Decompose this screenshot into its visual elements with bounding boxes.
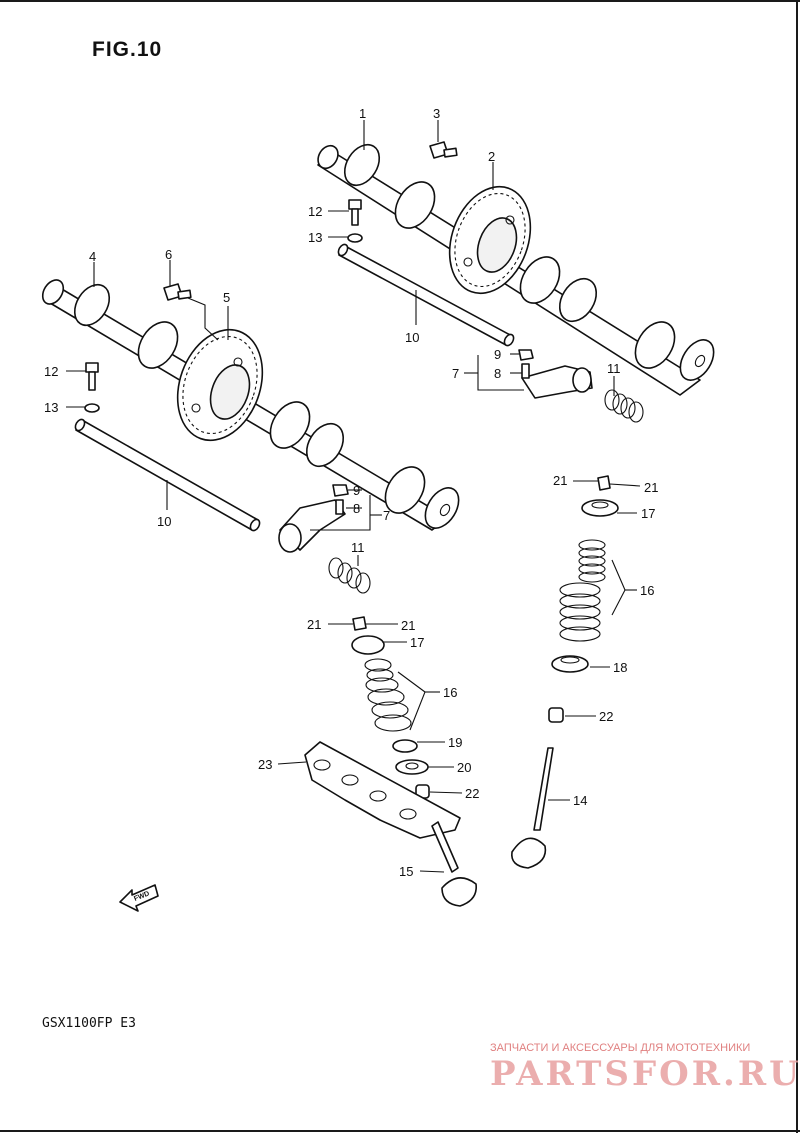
part-13-washer-upper[interactable] [347, 233, 363, 243]
part-21-cotters-right[interactable] [597, 475, 611, 491]
part-20-spring-seat-outer[interactable] [395, 759, 429, 775]
part-16-spring-inner-right[interactable] [578, 539, 606, 583]
callout-11-upper: 11 [607, 361, 621, 376]
callout-6: 6 [165, 247, 172, 262]
part-7-rocker-arm-lower[interactable] [278, 499, 346, 553]
part-3-sprocket-bolt[interactable] [429, 141, 458, 159]
figure-title: FIG.10 [92, 38, 162, 61]
callout-8-lower: 8 [353, 501, 360, 516]
callout-11-lower: 11 [351, 540, 365, 555]
part-12-bolt-lower[interactable] [85, 362, 99, 391]
watermark: ЗАПЧАСТИ И АКСЕССУАРЫ ДЛЯ МОТОТЕХНИКИ PA… [490, 1042, 800, 1094]
callout-2: 2 [488, 149, 495, 164]
callout-22-left: 22 [465, 786, 479, 801]
part-9-nut-lower[interactable] [332, 484, 349, 497]
part-17-retainer-right[interactable] [581, 499, 619, 517]
part-21-cotters-left[interactable] [352, 616, 367, 631]
part-16-spring-left[interactable] [364, 658, 412, 732]
callout-10-lower: 10 [157, 514, 171, 529]
callout-14: 14 [573, 793, 587, 808]
callout-16-left: 16 [443, 685, 457, 700]
callout-17-right: 17 [641, 506, 655, 521]
part-13-washer-lower[interactable] [84, 403, 100, 413]
callout-10-upper: 10 [405, 330, 419, 345]
callout-18: 18 [613, 660, 627, 675]
callout-21-left-b: 21 [401, 618, 415, 633]
callout-3: 3 [433, 106, 440, 121]
leader-lines [66, 120, 641, 873]
callout-15: 15 [399, 864, 413, 879]
callout-9-upper: 9 [494, 347, 501, 362]
callout-labels: 1 2 3 4 5 6 7 7 8 8 9 9 10 10 11 11 12 1… [44, 106, 658, 879]
callout-7-lower: 7 [383, 508, 390, 523]
part-18-spring-seat[interactable] [551, 655, 589, 673]
part-6-sprocket-bolt[interactable] [163, 283, 192, 301]
callout-9-lower: 9 [353, 483, 360, 498]
watermark-tagline: ЗАПЧАСТИ И АКСЕССУАРЫ ДЛЯ МОТОТЕХНИКИ [490, 1042, 750, 1054]
callout-12-upper: 12 [308, 204, 322, 219]
callout-12-lower: 12 [44, 364, 58, 379]
callout-13-lower: 13 [44, 400, 58, 415]
part-10-rocker-shaft-upper[interactable] [337, 243, 516, 347]
part-5-cam-sprocket[interactable] [163, 318, 277, 452]
part-12-bolt-upper[interactable] [348, 199, 362, 226]
callout-21-right-a: 21 [553, 473, 567, 488]
callout-21-left-a: 21 [307, 617, 321, 632]
part-10-rocker-shaft-lower[interactable] [74, 418, 262, 532]
part-11-spring-upper[interactable] [604, 389, 644, 423]
watermark-logo: PARTSFOR.RU [490, 1054, 800, 1094]
model-code: GSX1100FP E3 [42, 1016, 136, 1031]
callout-4: 4 [89, 249, 96, 264]
part-16-spring-outer-right[interactable] [559, 582, 601, 642]
part-9-nut-upper[interactable] [518, 349, 534, 361]
callout-23: 23 [258, 757, 272, 772]
part-2-cam-sprocket[interactable] [435, 175, 544, 304]
part-22-stem-seal-right[interactable] [548, 707, 564, 723]
callout-19: 19 [448, 735, 462, 750]
callout-7-upper: 7 [452, 366, 459, 381]
callout-16-right: 16 [640, 583, 654, 598]
callout-13-upper: 13 [308, 230, 322, 245]
part-17-retainer-left[interactable] [351, 635, 385, 655]
part-19-spring-seat-inner[interactable] [392, 739, 418, 753]
part-14-exhaust-valve[interactable] [511, 747, 554, 869]
part-8-adjust-screw-upper[interactable] [521, 363, 530, 379]
callout-21-right-b: 21 [644, 480, 658, 495]
part-11-spring-lower[interactable] [328, 557, 371, 594]
part-23-gasket[interactable] [304, 741, 461, 839]
callout-20: 20 [457, 760, 471, 775]
callout-8-upper: 8 [494, 366, 501, 381]
fwd-arrow-icon: FWD [119, 884, 159, 912]
part-7-rocker-arm-upper[interactable] [521, 365, 593, 399]
callout-22-right: 22 [599, 709, 613, 724]
callout-5: 5 [223, 290, 230, 305]
callout-1: 1 [359, 106, 366, 121]
part-8-adjust-screw-lower[interactable] [335, 499, 344, 515]
part-15-intake-valve[interactable] [431, 821, 477, 907]
callout-17-left: 17 [410, 635, 424, 650]
